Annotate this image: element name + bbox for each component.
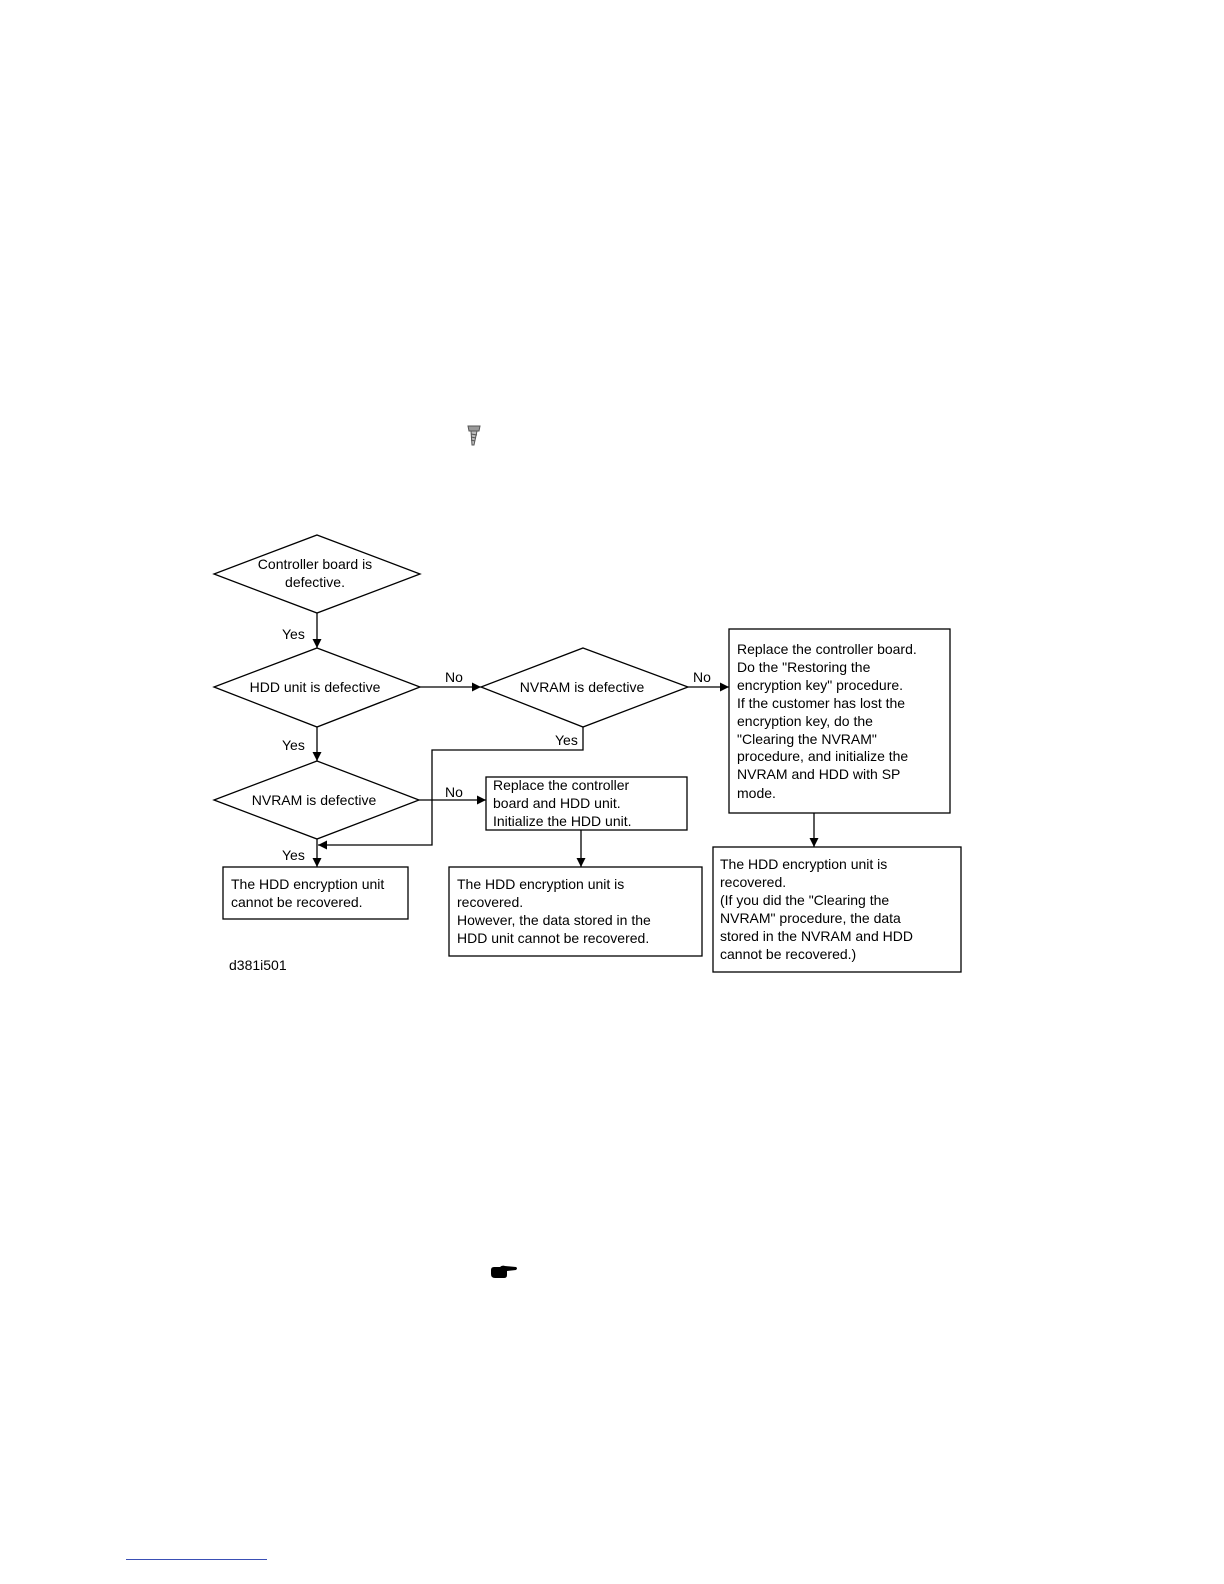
node-line: recovered. [720, 874, 786, 890]
decision-controller-board: Controller board is defective. [212, 534, 422, 614]
node-line: Replace the controller [493, 777, 630, 793]
screw-icon [467, 425, 481, 446]
node-line: HDD unit is defective [250, 679, 381, 695]
node-line: However, the data stored in the [457, 912, 651, 928]
box-recovered-nvram-note: The HDD encryption unit is recovered. (I… [712, 846, 962, 973]
node-line: HDD unit cannot be recovered. [457, 930, 649, 946]
node-line: board and HDD unit. [493, 795, 621, 811]
box-replace-controller: Replace the controller board. Do the "Re… [728, 628, 951, 814]
node-line: encryption key" procedure. [737, 677, 903, 693]
figure-id: d381i501 [229, 957, 287, 973]
edge-label-yes: Yes [282, 737, 305, 753]
node-line: defective. [285, 574, 345, 590]
edge-label-no: No [693, 669, 711, 685]
node-line: The HDD encryption unit is [720, 856, 887, 872]
decision-nvram-lower: NVRAM is defective [212, 760, 421, 840]
node-line: NVRAM" procedure, the data [720, 910, 901, 926]
decision-nvram-upper: NVRAM is defective [479, 647, 690, 728]
node-line: NVRAM is defective [520, 679, 645, 695]
node-line: The HDD encryption unit is [457, 876, 624, 892]
node-line: If the customer has lost the [737, 695, 905, 711]
node-line: "Clearing the NVRAM" [737, 731, 877, 747]
edge-label-no: No [445, 784, 463, 800]
box-cannot-recover: The HDD encryption unit cannot be recove… [222, 866, 409, 920]
node-line: Do the "Restoring the [737, 659, 871, 675]
node-line: (If you did the "Clearing the [720, 892, 889, 908]
node-line: encryption key, do the [737, 713, 873, 729]
edge-label-no: No [445, 669, 463, 685]
node-line: Replace the controller board. [737, 641, 917, 657]
node-line: mode. [737, 785, 776, 801]
edge-label-yes: Yes [282, 847, 305, 863]
node-line: procedure, and initialize the [737, 748, 908, 764]
node-line: Controller board is [258, 556, 372, 572]
edge-label-yes: Yes [555, 732, 578, 748]
node-line: cannot be recovered.) [720, 946, 856, 962]
decision-hdd-unit: HDD unit is defective [212, 647, 422, 728]
box-recovered-hdd-data-lost: The HDD encryption unit is recovered. Ho… [448, 866, 703, 957]
node-line: The HDD encryption unit [231, 876, 384, 892]
edge-labels: Yes No No Yes Yes No Yes [282, 626, 711, 863]
node-line: NVRAM and HDD with SP [737, 766, 900, 782]
pointing-hand-icon [491, 1265, 517, 1278]
edges [312, 613, 819, 867]
box-replace-controller-hdd: Replace the controller board and HDD uni… [485, 776, 688, 831]
node-line: recovered. [457, 894, 523, 910]
node-line: cannot be recovered. [231, 894, 363, 910]
edge-d3-b3 [318, 727, 584, 850]
node-line: Initialize the HDD unit. [493, 813, 632, 829]
footer-link-underline[interactable] [126, 1559, 267, 1560]
node-line: stored in the NVRAM and HDD [720, 928, 913, 944]
edge-label-yes: Yes [282, 626, 305, 642]
node-line: NVRAM is defective [252, 792, 377, 808]
